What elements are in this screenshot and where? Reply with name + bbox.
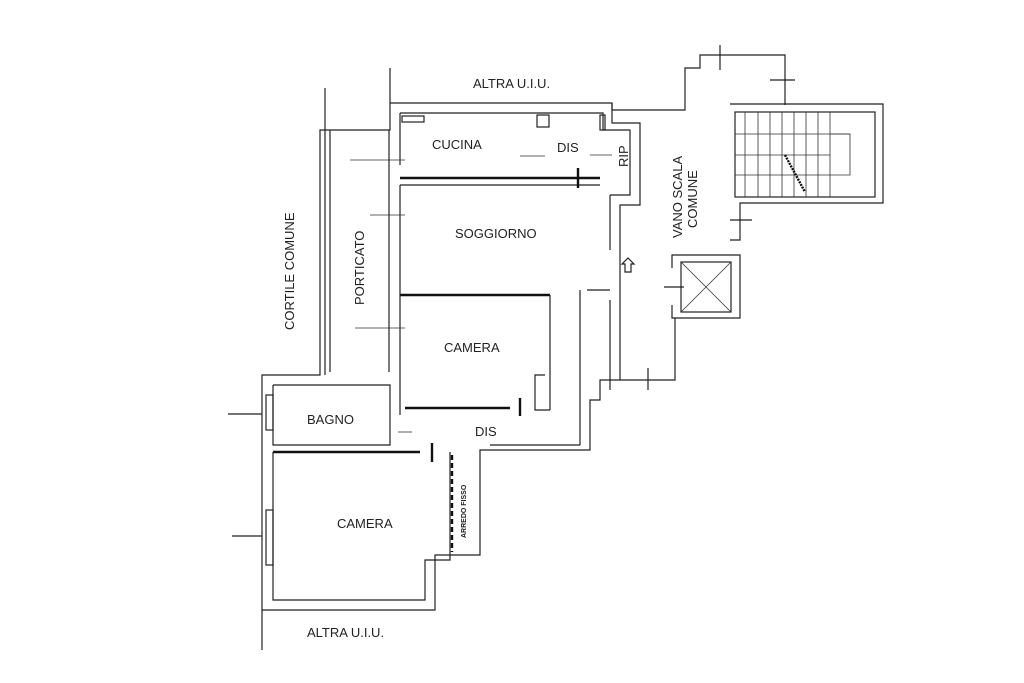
label-cortile-comune: CORTILE COMUNE [282, 212, 297, 330]
label-arredo-fisso: ARREDO FISSO [461, 484, 468, 538]
label-rip: RIP [616, 145, 631, 167]
elevator [664, 254, 741, 319]
label-dis-bottom: DIS [475, 424, 497, 439]
label-soggiorno: SOGGIORNO [455, 226, 537, 241]
label-altra-uiu-bottom: ALTRA U.I.U. [307, 625, 384, 640]
label-camera-bottom: CAMERA [337, 516, 393, 531]
label-cucina: CUCINA [432, 137, 482, 152]
label-bagno: BAGNO [307, 412, 354, 427]
label-camera-mid: CAMERA [444, 340, 500, 355]
stairwell [730, 103, 884, 241]
label-vano-scala: VANO SCALA [670, 156, 685, 238]
label-altra-uiu-top: ALTRA U.I.U. [473, 76, 550, 91]
label-dis-top: DIS [557, 140, 579, 155]
entrance-arrow-icon [620, 257, 636, 273]
label-porticato: PORTICATO [352, 231, 367, 305]
label-comune: COMUNE [685, 170, 700, 228]
context-lines [228, 45, 795, 650]
apartment-walls [261, 102, 641, 611]
